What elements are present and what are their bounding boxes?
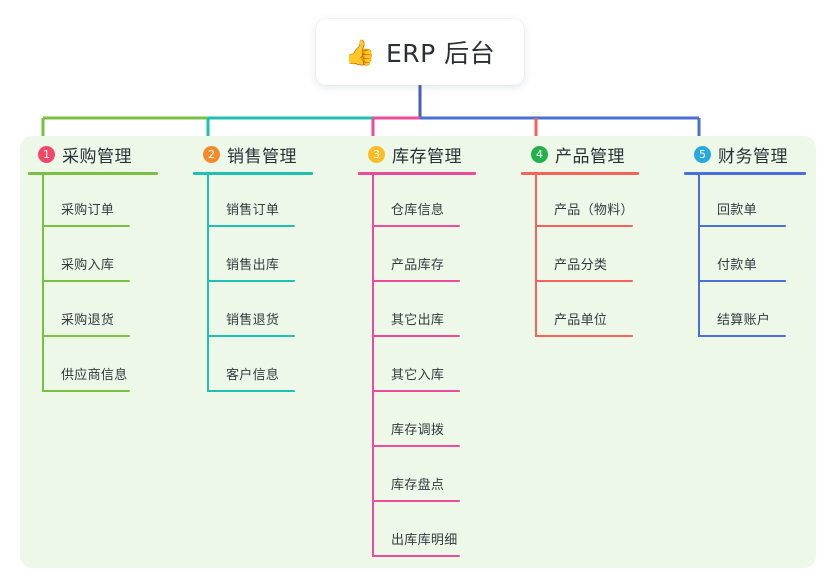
branch-item-rule: [372, 445, 460, 447]
branch-item-label: 仓库信息: [391, 203, 445, 218]
branch-item-label: 其它入库: [391, 368, 445, 383]
branch-spine: [698, 172, 700, 337]
branch-spine: [535, 172, 537, 337]
branch-item[interactable]: 供应商信息: [42, 337, 138, 392]
branch-item-label: 库存调拨: [391, 423, 445, 438]
branch-number-badge: 1: [38, 146, 55, 163]
branch-item-label: 供应商信息: [61, 368, 128, 383]
branch-header-4[interactable]: 4 产品管理: [531, 142, 625, 167]
branch-item-rule: [698, 225, 786, 227]
root-title: ERP 后台: [385, 39, 496, 68]
branch-item-label: 采购入库: [61, 258, 115, 273]
branch-title: 采购管理: [62, 147, 132, 167]
branch-item-label: 产品（物料）: [554, 203, 634, 218]
branch-title: 产品管理: [555, 147, 625, 167]
branch-header-rule: [684, 172, 806, 175]
branch-item-rule: [698, 335, 786, 337]
branch-item-rule: [207, 390, 295, 392]
branch-item[interactable]: 产品（物料）: [535, 172, 641, 227]
branch-item-rule: [698, 280, 786, 282]
branch-item[interactable]: 产品分类: [535, 227, 641, 282]
branch-item[interactable]: 其它入库: [372, 337, 468, 392]
branch-item-label: 出库库明细: [391, 533, 458, 548]
branch-item-rule: [372, 280, 460, 282]
branch-item-rule: [42, 335, 130, 337]
branch-item-label: 库存盘点: [391, 478, 445, 493]
branch-item[interactable]: 销售订单: [207, 172, 303, 227]
branch-number-badge: 2: [203, 146, 220, 163]
branch-item-label: 采购退货: [61, 313, 115, 328]
branch-column-2: 2 销售管理销售订单销售出库销售退货客户信息: [185, 136, 350, 568]
branch-title: 财务管理: [718, 147, 788, 167]
diagram-panel: 1 采购管理采购订单采购入库采购退货供应商信息 2 销售管理销售订单销售出库销售退货客…: [20, 136, 816, 568]
branch-spine: [372, 172, 374, 557]
branch-item[interactable]: 采购入库: [42, 227, 138, 282]
branch-item[interactable]: 产品库存: [372, 227, 468, 282]
branch-item-rule: [42, 280, 130, 282]
branch-item-label: 其它出库: [391, 313, 445, 328]
branch-title: 库存管理: [392, 147, 462, 167]
branch-item[interactable]: 其它出库: [372, 282, 468, 337]
branch-item[interactable]: 客户信息: [207, 337, 303, 392]
branch-item-rule: [372, 390, 460, 392]
branch-item-rule: [42, 390, 130, 392]
branch-item-rule: [535, 225, 633, 227]
branch-item-label: 产品库存: [391, 258, 445, 273]
branch-header-rule: [28, 172, 158, 175]
branch-item-label: 付款单: [717, 258, 757, 273]
branch-item[interactable]: 采购退货: [42, 282, 138, 337]
branch-item[interactable]: 仓库信息: [372, 172, 468, 227]
branch-item-rule: [42, 225, 130, 227]
branch-title: 销售管理: [227, 147, 297, 167]
branch-item-label: 回款单: [717, 203, 757, 218]
branch-item[interactable]: 出库库明细: [372, 502, 468, 557]
branch-item-label: 销售出库: [226, 258, 280, 273]
branch-item-rule: [372, 555, 460, 557]
branch-item[interactable]: 库存盘点: [372, 447, 468, 502]
branch-item[interactable]: 销售退货: [207, 282, 303, 337]
branch-number-badge: 4: [531, 146, 548, 163]
branch-columns: 1 采购管理采购订单采购入库采购退货供应商信息 2 销售管理销售订单销售出库销售退货客…: [20, 136, 816, 568]
branch-header-rule: [521, 172, 639, 175]
branch-column-5: 5 财务管理回款单付款单结算账户: [676, 136, 816, 568]
branch-item-rule: [372, 335, 460, 337]
branch-item-label: 销售订单: [226, 203, 280, 218]
branch-item[interactable]: 销售出库: [207, 227, 303, 282]
branch-header-5[interactable]: 5 财务管理: [694, 142, 788, 167]
branch-item[interactable]: 库存调拨: [372, 392, 468, 447]
root-node[interactable]: 👍 ERP 后台: [316, 19, 524, 85]
branch-item-rule: [535, 280, 633, 282]
branch-header-3[interactable]: 3 库存管理: [368, 142, 462, 167]
thumbs-up-icon: 👍: [344, 37, 376, 67]
branch-number-badge: 5: [694, 146, 711, 163]
branch-item[interactable]: 采购订单: [42, 172, 138, 227]
branch-header-2[interactable]: 2 销售管理: [203, 142, 297, 167]
branch-item-rule: [207, 335, 295, 337]
branch-item-label: 客户信息: [226, 368, 280, 383]
branch-item-rule: [207, 225, 295, 227]
branch-item[interactable]: 付款单: [698, 227, 794, 282]
branch-column-4: 4 产品管理产品（物料） 产品分类产品单位: [513, 136, 676, 568]
branch-item-label: 产品分类: [554, 258, 608, 273]
branch-item-label: 销售退货: [226, 313, 280, 328]
branch-column-1: 1 采购管理采购订单采购入库采购退货供应商信息: [20, 136, 185, 568]
branch-item-rule: [535, 335, 633, 337]
branch-column-3: 3 库存管理仓库信息产品库存其它出库其它入库库存调拨库存盘点出库库明细: [350, 136, 513, 568]
branch-item-rule: [372, 500, 460, 502]
branch-spine: [207, 172, 209, 392]
branch-item-label: 产品单位: [554, 313, 608, 328]
branch-item-rule: [372, 225, 460, 227]
branch-item[interactable]: 产品单位: [535, 282, 641, 337]
branch-item[interactable]: 回款单: [698, 172, 794, 227]
branch-item-label: 结算账户: [717, 313, 771, 328]
branch-spine: [42, 172, 44, 392]
branch-item[interactable]: 结算账户: [698, 282, 794, 337]
branch-header-rule: [358, 172, 476, 175]
branch-item-rule: [207, 280, 295, 282]
branch-header-1[interactable]: 1 采购管理: [38, 142, 132, 167]
branch-item-label: 采购订单: [61, 203, 115, 218]
branch-number-badge: 3: [368, 146, 385, 163]
branch-header-rule: [193, 172, 313, 175]
